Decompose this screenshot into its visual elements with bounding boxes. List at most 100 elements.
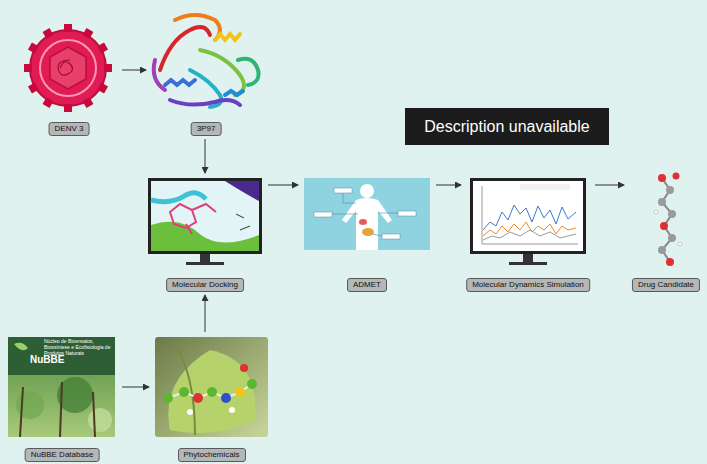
illustration-part [666,186,674,194]
step-node: Molecular Dynamics Simulation [465,176,591,292]
illustration-part [168,350,255,433]
phytochemical-photo [155,337,268,437]
flow-arrow [205,295,206,332]
admet-body [304,178,430,250]
step-node: Molecular Docking [146,176,264,292]
virus-icon [24,24,112,112]
virus-spike [83,28,94,39]
illustration-part [342,198,392,250]
illustration-part [332,193,398,236]
protein-ribbon [154,15,259,107]
flow-arrow [122,387,149,388]
illustration-part [154,60,165,90]
illustration-part [247,379,257,389]
illustration-part [88,408,112,432]
illustration-part [175,15,220,40]
tooltip-text: Description unavailable [424,118,589,136]
flow-arrow [268,185,298,186]
virus-spike [83,97,94,108]
step-node: 3P97 [150,10,262,136]
illustration-part [304,178,430,250]
illustration-part [658,174,666,182]
illustration-part [240,364,248,372]
flow-arrow [436,185,461,186]
illustration-part [225,91,243,95]
illustration-part [666,258,674,266]
illustration-part [30,30,106,106]
illustration-part [673,173,680,180]
illustration-part [200,50,244,95]
illustration-part [658,246,666,254]
illustration-part [175,345,195,435]
illustration-part [151,222,259,251]
illustration-part [360,184,374,198]
step-label: DENV 3 [49,122,90,136]
illustration-part [470,178,586,254]
step-label: Molecular Dynamics Simulation [466,278,590,292]
illustration-part [658,198,666,206]
illustration-part [362,228,374,236]
illustration-part [482,186,578,244]
virus-spike [104,64,112,72]
logo-text: NuBBE [30,354,64,366]
illustration-part [187,409,193,415]
step-node: Drug Candidate [628,170,704,292]
virus-spike [97,43,108,54]
illustration-part [24,24,112,112]
step-label: Molecular Docking [166,278,244,292]
illustration-part [382,234,400,239]
illustration-part [314,188,416,239]
illustration-part [16,391,44,419]
illustration-part [170,100,240,105]
illustration-part [483,230,576,240]
step-label: Drug Candidate [632,278,700,292]
illustration-part [520,184,570,190]
step-label: NuBBE Database [25,448,100,462]
illustration-part [314,212,332,217]
md-monitor [470,178,586,265]
virus-spike [64,104,72,112]
nubbe-photo [8,337,115,437]
illustration-part [654,210,658,214]
virus-spike [43,97,54,108]
virus-spike [97,83,108,94]
step-node: ADMET [302,176,432,292]
illustration-part [165,80,195,85]
illustration-part [660,222,668,230]
illustration-part [20,382,95,437]
illustration-part [235,387,245,397]
flow-arrow [205,139,206,173]
step-label: 3P97 [191,122,222,136]
illustration-part [151,193,206,202]
flow-arrow [122,70,146,71]
docking-monitor [148,178,262,265]
illustration-part [473,181,583,251]
flow-arrow [595,185,624,186]
illustration-part [8,337,115,375]
illustration-part [509,262,547,265]
illustration-part [168,384,252,398]
illustration-part [148,178,262,254]
logo-subtitle: Núcleo de Bioensaios, Biossíntese e Ecof… [44,339,112,356]
illustration-part [236,214,250,230]
illustration-part [359,219,367,225]
illustration-part [170,204,216,234]
step-node: Phytochemicals [153,335,270,462]
illustration-part [8,337,115,437]
virus-spike [64,24,72,32]
step-label: ADMET [347,278,387,292]
illustration-part [483,222,576,236]
illustration-part [225,181,259,201]
illustration-part [334,188,352,193]
illustration-part [50,47,86,89]
illustration-part [668,210,676,218]
illustration-part [200,254,210,262]
illustration-part [179,387,189,397]
illustration-part [678,242,682,246]
illustration-part [221,393,231,403]
illustration-part [14,343,28,351]
illustration-part [238,59,259,85]
illustration-part [215,34,240,40]
illustration-part [668,234,676,242]
